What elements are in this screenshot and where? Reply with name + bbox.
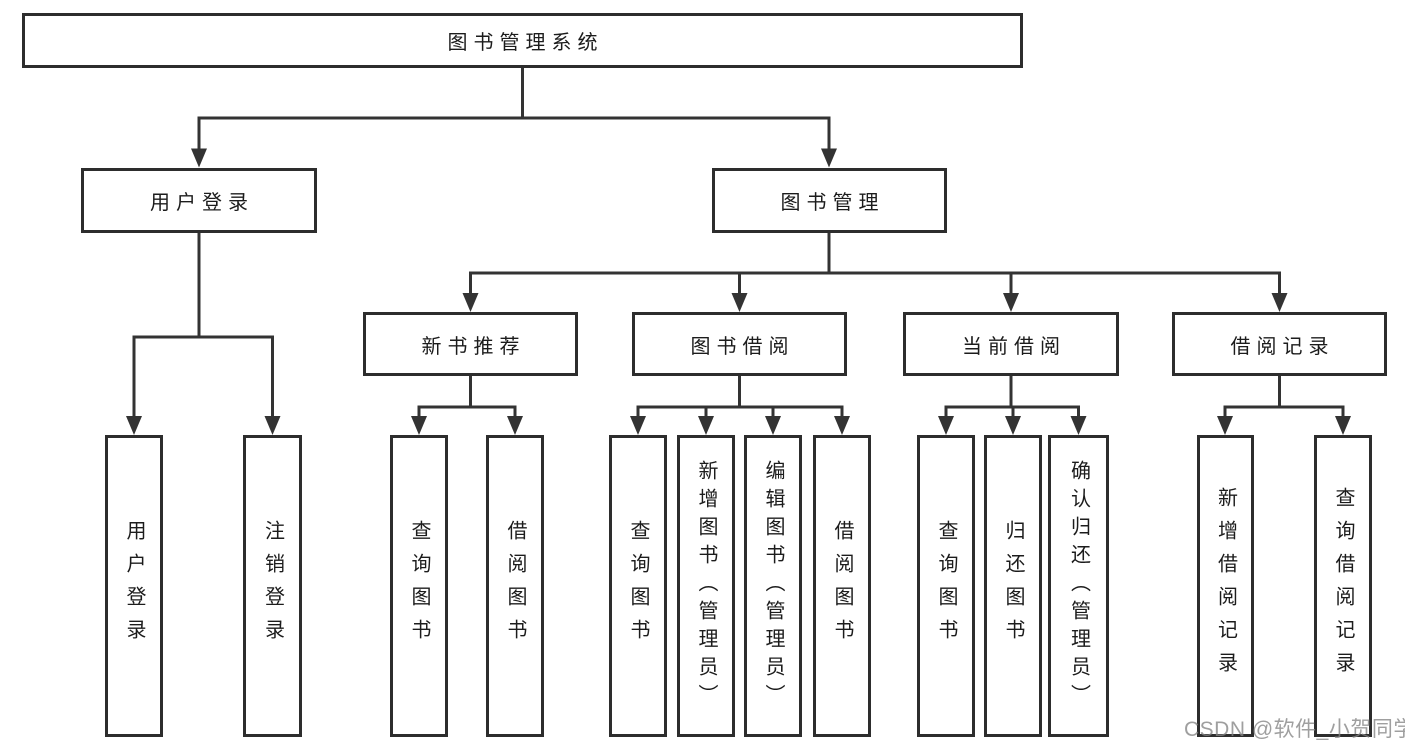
leaf-query-books-2: 查询图书 (609, 435, 667, 737)
leaf-query-books-3: 查询图书 (917, 435, 975, 737)
leaf-logout-login: 注销登录 (243, 435, 302, 737)
node-user-login: 用户登录 (81, 168, 317, 233)
node-new-book-recommend: 新书推荐 (363, 312, 578, 376)
leaf-add-borrow-record: 新增借阅记录 (1197, 435, 1254, 737)
leaf-query-borrow-record: 查询借阅记录 (1314, 435, 1372, 737)
leaf-add-books-admin: 新增图书（管理员） (677, 435, 735, 737)
leaf-query-books-3-label: 查询图书 (935, 520, 957, 652)
leaf-borrow-books-2-label: 借阅图书 (831, 520, 853, 652)
node-new-book-recommend-label: 新书推荐 (421, 335, 526, 358)
node-book-management-label: 图书管理 (780, 192, 885, 214)
node-root-label: 图书管理系统 (447, 32, 604, 54)
node-current-borrowing: 当前借阅 (903, 312, 1119, 376)
leaf-query-books-1: 查询图书 (390, 435, 448, 737)
node-borrow-records-label: 借阅记录 (1230, 335, 1335, 358)
node-root: 图书管理系统 (22, 13, 1023, 68)
node-current-borrowing-label: 当前借阅 (962, 335, 1066, 358)
leaf-borrow-books-1-label: 借阅图书 (504, 520, 526, 652)
leaf-borrow-books-2: 借阅图书 (813, 435, 871, 737)
leaf-edit-books-admin-label: 编辑图书（管理员） (762, 460, 784, 712)
node-book-management: 图书管理 (712, 168, 947, 233)
leaf-user-login-label: 用户登录 (123, 520, 145, 652)
leaf-add-books-admin-label: 新增图书（管理员） (695, 460, 717, 712)
leaf-return-books: 归还图书 (984, 435, 1042, 737)
node-borrow-records: 借阅记录 (1172, 312, 1387, 376)
leaf-query-books-2-label: 查询图书 (627, 520, 649, 652)
leaf-confirm-return-admin: 确认归还（管理员） (1048, 435, 1109, 737)
leaf-logout-login-label: 注销登录 (261, 520, 284, 652)
node-book-borrowing: 图书借阅 (632, 312, 847, 376)
leaf-return-books-label: 归还图书 (1002, 520, 1024, 652)
watermark: CSDN @软件_小贺同学 (1184, 718, 1405, 741)
leaf-confirm-return-admin-label: 确认归还（管理员） (1067, 460, 1090, 712)
leaf-user-login: 用户登录 (105, 435, 163, 737)
leaf-query-borrow-record-label: 查询借阅记录 (1332, 487, 1354, 685)
leaf-add-borrow-record-label: 新增借阅记录 (1214, 487, 1237, 685)
leaf-borrow-books-1: 借阅图书 (486, 435, 544, 737)
node-user-login-label: 用户登录 (150, 192, 254, 214)
leaf-query-books-1-label: 查询图书 (408, 520, 430, 652)
leaf-edit-books-admin: 编辑图书（管理员） (744, 435, 802, 737)
node-book-borrowing-label: 图书借阅 (690, 335, 795, 358)
